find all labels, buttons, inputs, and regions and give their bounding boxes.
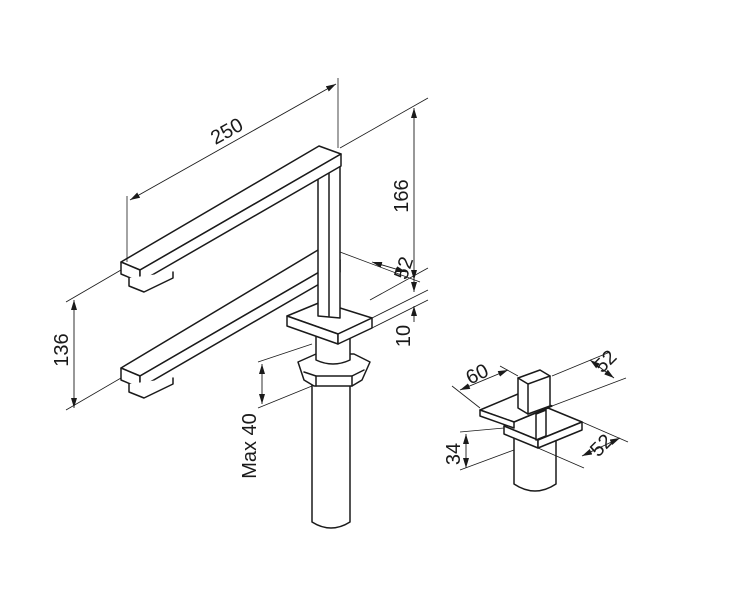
dim-136-label: 136 bbox=[51, 333, 73, 366]
dim-166-label: 166 bbox=[391, 179, 413, 212]
dimension-labels: 250 166 52 10 136 Max 40 bbox=[51, 114, 418, 479]
handle-dimension-lines bbox=[451, 351, 629, 471]
dim-10-label: 10 bbox=[393, 325, 415, 347]
dimension-lines bbox=[65, 78, 429, 411]
dim-34-label: 34 bbox=[443, 443, 465, 465]
dim-52-bottom-label: 52 bbox=[586, 430, 617, 461]
dim-52-top-label: 52 bbox=[590, 346, 621, 377]
handle-detail bbox=[479, 369, 583, 492]
spout-lower-position bbox=[120, 249, 341, 399]
dim-250-label: 250 bbox=[207, 114, 247, 149]
faucet-shank bbox=[311, 383, 351, 529]
dim-max40-label: Max 40 bbox=[239, 413, 261, 479]
dim-60-label: 60 bbox=[463, 360, 493, 390]
